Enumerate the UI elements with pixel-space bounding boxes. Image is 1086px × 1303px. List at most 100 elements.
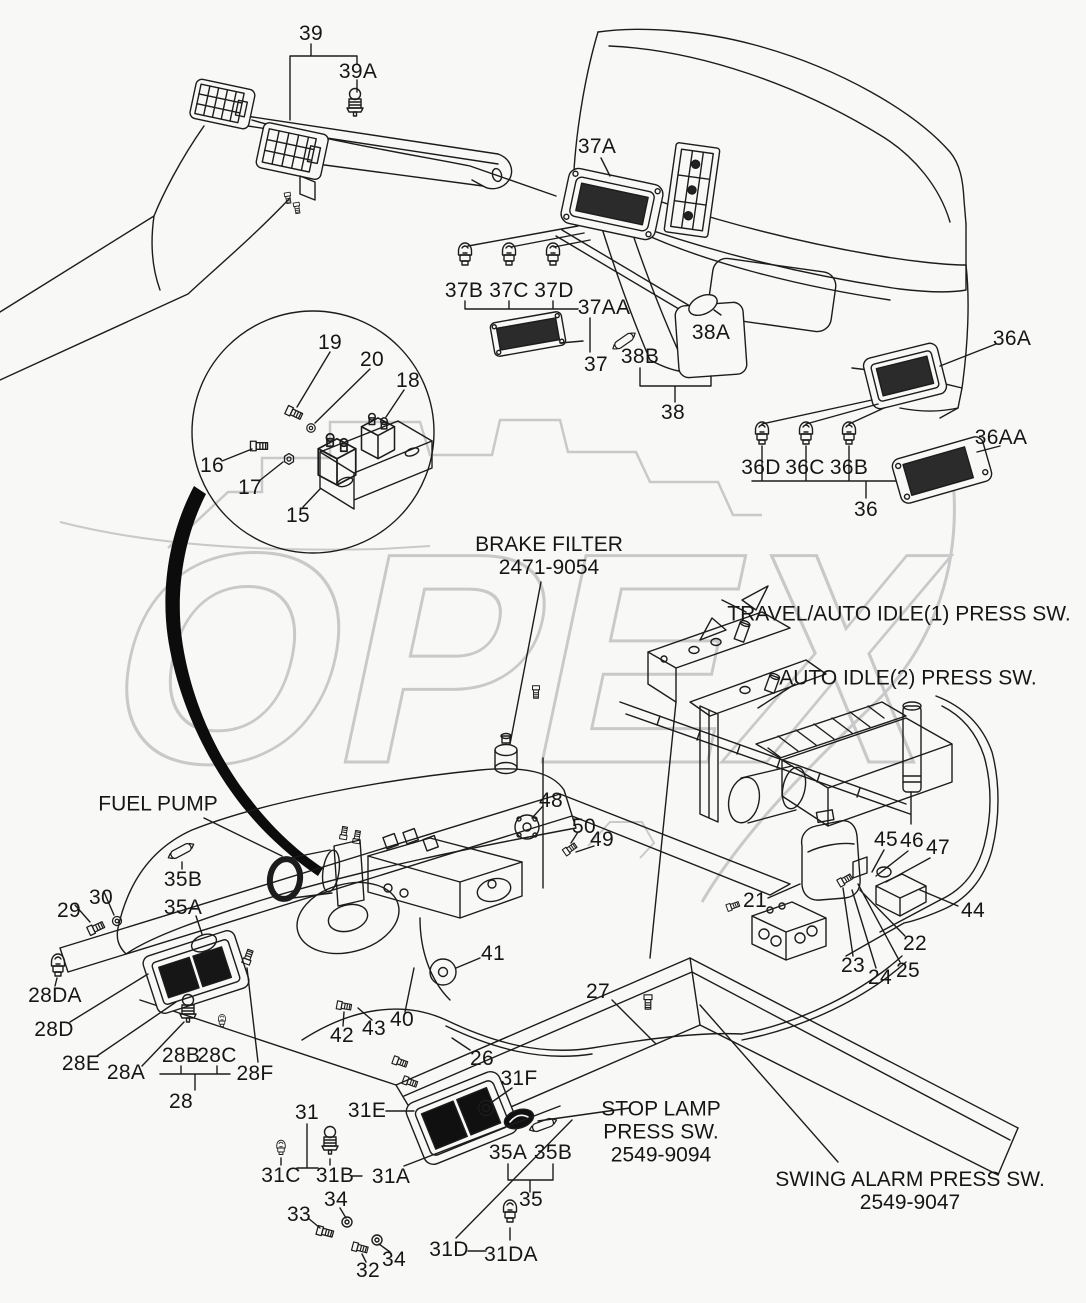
leader-stop-lamp	[537, 1107, 631, 1122]
part-label-28: 28	[169, 1090, 193, 1113]
bracket-36	[751, 445, 941, 499]
part-label-35A-lower: 35A	[488, 1141, 528, 1164]
part-label-20: 20	[360, 348, 384, 371]
lamp-31-parts	[276, 1105, 573, 1263]
part-label-42: 42	[330, 1024, 354, 1047]
lamp-36a	[862, 342, 948, 410]
detail-leader-swoosh	[165, 486, 323, 876]
part-label-28DA: 28DA	[28, 984, 82, 1007]
part-label-37B: 37B	[444, 279, 484, 302]
fuel-pump-part	[266, 825, 365, 907]
part-label-27: 27	[586, 980, 610, 1003]
part-label-35: 35	[519, 1188, 543, 1211]
part-label-31B: 31B	[315, 1164, 355, 1187]
part-label-39A: 39A	[338, 60, 378, 83]
part-label-35B-lower: 35B	[533, 1141, 573, 1164]
brake-filter-part	[494, 581, 542, 775]
part-label-47: 47	[926, 836, 950, 859]
panel-center-grill	[663, 142, 721, 238]
part-label-37C: 37C	[489, 279, 529, 302]
part-label-31C: 31C	[261, 1164, 301, 1187]
washer-jug-21	[767, 809, 861, 901]
bracket-38	[639, 367, 712, 403]
callout-swing-alarm: SWING ALARM PRESS SW.2549-9047	[775, 1168, 1045, 1214]
part-label-49: 49	[590, 828, 614, 851]
grommet-35a	[190, 933, 218, 953]
part-label-30: 30	[89, 886, 113, 909]
leaders-26-27	[451, 999, 657, 1051]
part-label-17: 17	[238, 476, 262, 499]
part-label-38A: 38A	[691, 321, 731, 344]
valve-block	[367, 827, 523, 1001]
part-label-37: 37	[584, 353, 608, 376]
bracket-37aa	[464, 300, 579, 310]
leader-37	[559, 317, 591, 353]
part-label-34-b: 34	[382, 1248, 406, 1271]
part-label-36A: 36A	[992, 327, 1032, 350]
part-label-36D: 36D	[741, 456, 781, 479]
part-label-39: 39	[299, 22, 323, 45]
detail-circle	[191, 310, 435, 554]
part-label-36B: 36B	[829, 456, 869, 479]
lens-37	[489, 311, 567, 357]
part-label-28D: 28D	[34, 1018, 74, 1041]
part-label-31: 31	[295, 1101, 319, 1124]
part-label-22: 22	[903, 932, 927, 955]
lamp-28-leaders	[54, 891, 259, 1091]
part-label-28A: 28A	[106, 1061, 146, 1084]
part-label-44: 44	[961, 899, 985, 922]
callout-fuel-pump: FUEL PUMP	[98, 792, 218, 816]
leader-36aa	[976, 445, 1001, 453]
part-label-50: 50	[572, 815, 596, 838]
switch-bracket-assembly	[619, 585, 953, 827]
part-label-23: 23	[841, 954, 865, 977]
line-art-group	[0, 28, 1019, 1263]
manifold-block	[725, 900, 827, 961]
part-label-31F: 31F	[500, 1067, 538, 1090]
part-label-15: 15	[286, 504, 310, 527]
part-label-36AA: 36AA	[974, 426, 1028, 449]
part-label-33: 33	[287, 1203, 311, 1226]
work-lamp-icon	[189, 78, 256, 130]
part-label-25: 25	[896, 959, 920, 982]
leader-39	[289, 43, 358, 121]
part-label-19: 19	[318, 331, 342, 354]
part-label-26: 26	[470, 1047, 494, 1070]
right-silhouette	[845, 695, 999, 957]
callout-travel-auto-idle-1: TRAVEL/AUTO IDLE(1) PRESS SW.	[727, 602, 1071, 626]
lamp-bracket	[299, 175, 316, 201]
part-label-37AA: 37AA	[577, 296, 631, 319]
part-label-32: 32	[356, 1259, 380, 1282]
knob-31f	[477, 1099, 495, 1117]
bracket-35	[507, 1163, 554, 1193]
lamp-37a	[560, 167, 664, 241]
part-label-46: 46	[900, 829, 924, 852]
part-label-31E: 31E	[347, 1099, 387, 1122]
leader-36a	[939, 343, 997, 367]
leader-swing-alarm	[699, 1004, 839, 1163]
part-label-29: 29	[57, 899, 81, 922]
part-label-38: 38	[661, 401, 685, 424]
leader-37a	[600, 157, 611, 177]
leaders-35-upper	[181, 861, 203, 935]
leader-fuel-pump	[203, 817, 283, 857]
part-label-38B: 38B	[620, 345, 660, 368]
antenna	[902, 701, 922, 825]
part-label-21: 21	[743, 889, 767, 912]
lens-36aa	[891, 436, 993, 504]
part-label-28E: 28E	[61, 1052, 101, 1075]
part-label-45: 45	[874, 828, 898, 851]
small-parts-center	[335, 805, 595, 1027]
part-label-36C: 36C	[785, 456, 825, 479]
part-label-24: 24	[868, 966, 892, 989]
part-label-34-a: 34	[324, 1188, 348, 1211]
part-label-37D: 37D	[534, 279, 574, 302]
part-label-16: 16	[200, 454, 224, 477]
work-lamp-icon	[255, 122, 329, 180]
stop-lamp-31e	[405, 1070, 519, 1166]
part-label-18: 18	[396, 369, 420, 392]
